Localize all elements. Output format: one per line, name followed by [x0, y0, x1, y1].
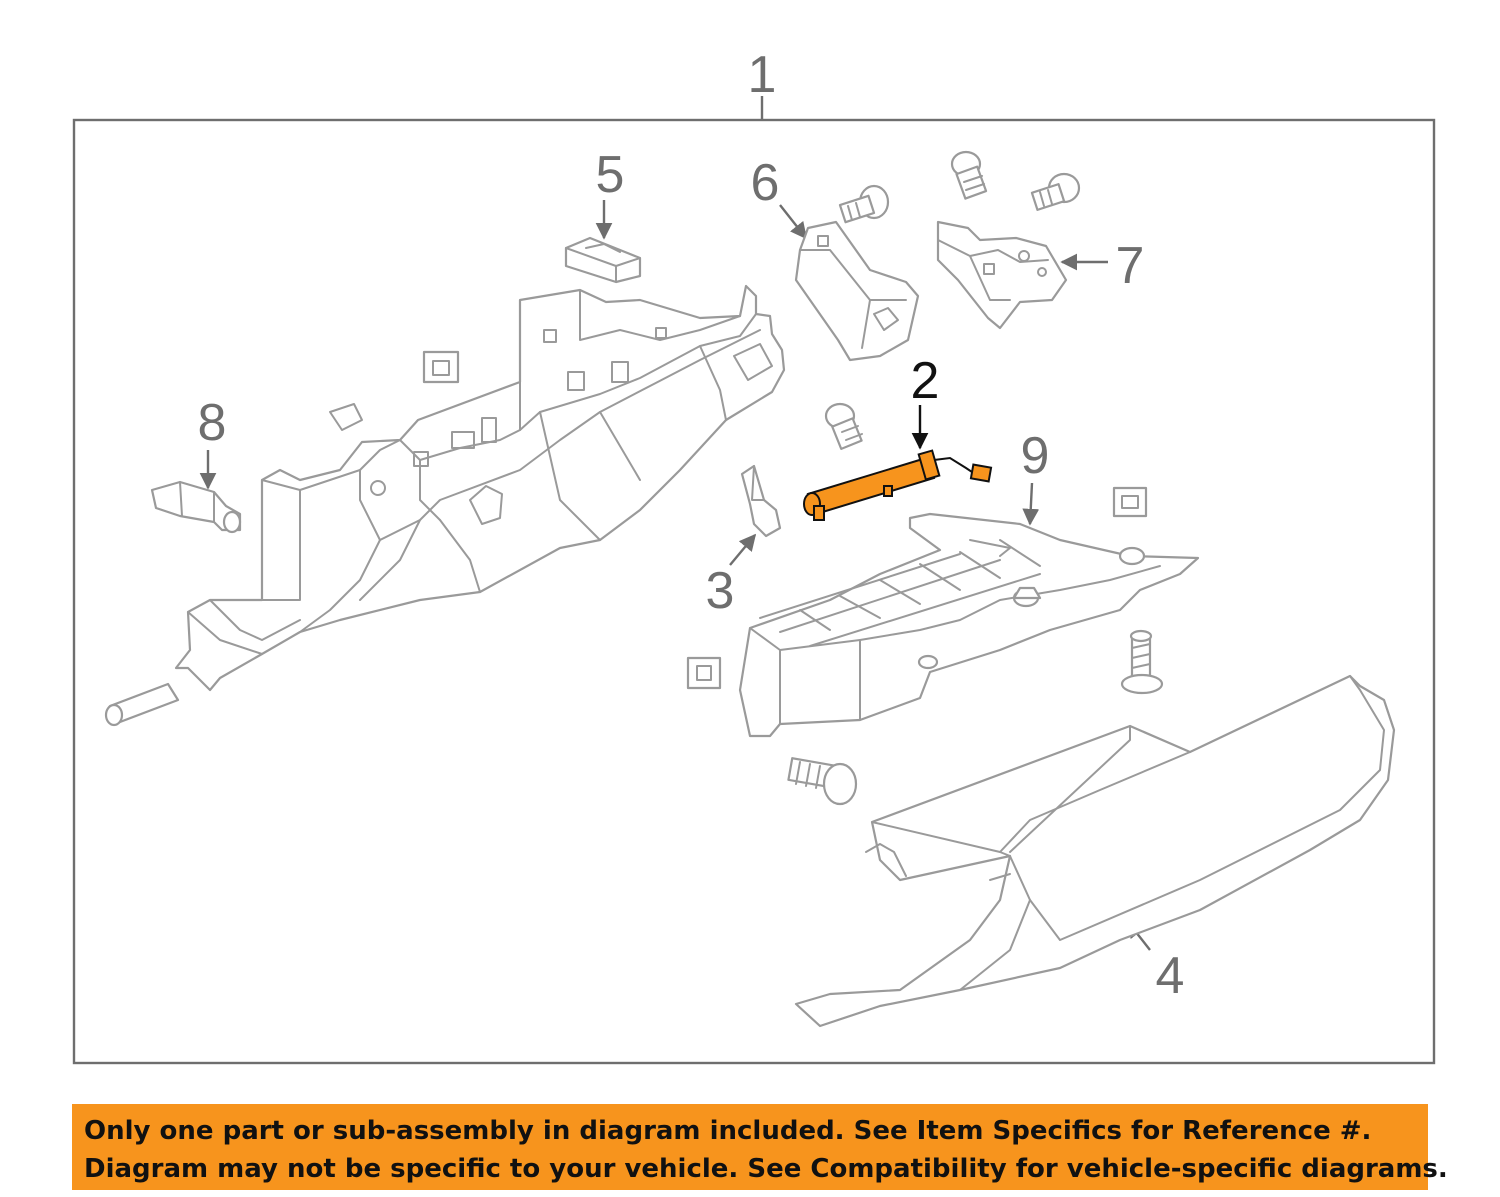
- notice-banner: Only one part or sub-assembly in diagram…: [72, 1104, 1448, 1190]
- bolt-vertical: [1120, 629, 1164, 695]
- part-5-clip: [564, 236, 642, 284]
- callout-2: 2: [911, 352, 940, 410]
- callout-9: 9: [1021, 427, 1050, 485]
- assembly-frame: [72, 118, 1436, 1065]
- part-2-damper: [803, 449, 993, 521]
- callout-3: 3: [706, 562, 735, 620]
- part-6-bracket: [794, 220, 920, 362]
- parts-diagram: 1 2 3 4 5 6 7 8 9: [72, 46, 1436, 1065]
- callout-8: 8: [198, 394, 227, 452]
- notice-line-1: Only one part or sub-assembly in diagram…: [84, 1116, 1372, 1146]
- callout-6-leader: [779, 204, 808, 240]
- callout-9-leader: [1022, 482, 1040, 526]
- part-8-switch: [150, 480, 242, 534]
- part-4-door: [794, 674, 1396, 1028]
- callout-7: 7: [1116, 237, 1145, 295]
- clip-square-1: [422, 350, 460, 384]
- screw-bottom: [787, 757, 858, 806]
- callout-1: 1: [748, 46, 777, 104]
- clip-square-tray: [686, 656, 722, 690]
- screw-7b: [1030, 172, 1081, 211]
- part-3-clip: [740, 464, 782, 538]
- callout-4: 4: [1156, 947, 1185, 1005]
- callout-6: 6: [751, 154, 780, 212]
- glove-box-housing: [174, 284, 786, 692]
- part-9-tray: [738, 512, 1200, 738]
- callout-3-leader: [729, 533, 757, 566]
- notice-line-2: Diagram may not be specific to your vehi…: [84, 1154, 1448, 1184]
- clip-square-9: [1112, 486, 1148, 518]
- screw-6: [838, 184, 890, 224]
- screw-7a: [950, 150, 988, 200]
- screw-2: [824, 402, 863, 450]
- callout-5: 5: [596, 146, 625, 204]
- pin: [104, 682, 180, 727]
- part-7-bracket: [936, 220, 1068, 330]
